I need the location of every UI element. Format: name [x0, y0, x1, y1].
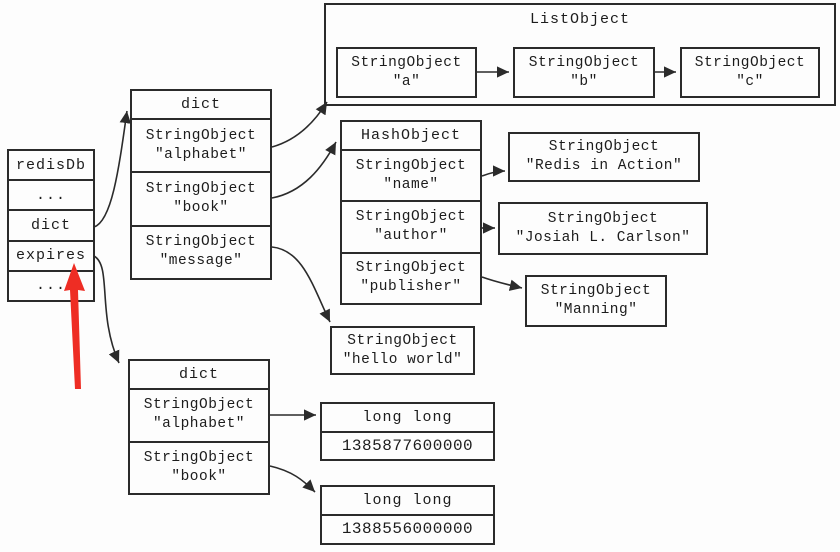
string-value: "Manning": [554, 302, 638, 318]
entry-type: StringObject: [145, 127, 257, 144]
string-type: StringObject: [347, 332, 458, 349]
field-value: "author": [374, 227, 448, 244]
list-item-b: StringObject "b": [513, 47, 655, 98]
arrow-alphabet-to-list: [271, 101, 328, 148]
arrow-expires-to-expires-dict: [93, 255, 120, 364]
redisdb-row-expires: expires: [9, 239, 93, 270]
entry-value: "book": [171, 468, 227, 485]
string-value: "Redis in Action": [525, 158, 683, 174]
expires-entry-alphabet: StringObject "alphabet": [130, 388, 268, 441]
redisdb-row-dict: dict: [9, 209, 93, 239]
hash-field-publisher: StringObject "publisher": [342, 251, 480, 303]
longlong-header: long long: [362, 492, 453, 509]
item-type: StringObject: [694, 54, 806, 71]
arrow-name-to-value: [481, 165, 506, 177]
hash-field-author: StringObject "author": [342, 200, 480, 251]
field-value: "publisher": [360, 279, 462, 296]
expires-entry-book: StringObject "book": [130, 440, 268, 494]
longlong-value: 1385877600000: [322, 431, 493, 459]
expires-dict-table: dict StringObject "alphabet" StringObjec…: [128, 359, 270, 495]
list-item-a: StringObject "a": [336, 47, 477, 98]
keyspace-entry-alphabet: StringObject "alphabet": [132, 118, 270, 171]
item-type: StringObject: [528, 54, 640, 71]
item-value: "c": [736, 73, 764, 90]
item-type: StringObject: [351, 54, 462, 71]
entry-value: "message": [159, 253, 243, 270]
string-josiah-carlson: StringObject "Josiah L. Carlson": [498, 202, 708, 255]
entry-type: StringObject: [143, 397, 255, 414]
arrow-message-to-hello-world: [271, 246, 331, 323]
hash-object-header: HashObject: [360, 127, 461, 144]
string-type: StringObject: [547, 210, 659, 227]
string-type: StringObject: [548, 139, 660, 155]
keyspace-entry-message: StringObject "message": [132, 224, 270, 278]
string-hello-world: StringObject "hello world": [330, 326, 475, 375]
arrow-dict-to-keyspace: [93, 110, 132, 228]
hash-object-table: HashObject StringObject "name" StringObj…: [340, 120, 482, 305]
list-object-container: ListObject StringObject "a" StringObject…: [324, 3, 836, 106]
string-redis-in-action: StringObject "Redis in Action": [508, 132, 700, 182]
arrow-book-to-longlong2: [269, 465, 316, 493]
string-manning: StringObject "Manning": [525, 275, 667, 327]
entry-type: StringObject: [145, 180, 257, 197]
field-type: StringObject: [355, 260, 467, 277]
item-value: "a": [392, 73, 421, 90]
string-value: "hello world": [342, 351, 463, 368]
field-value: "name": [383, 176, 439, 193]
hash-field-name: StringObject "name": [342, 149, 480, 200]
entry-value: "book": [173, 199, 229, 216]
expire-time-book: long long 1388556000000: [320, 485, 495, 545]
field-type: StringObject: [355, 157, 467, 174]
entry-type: StringObject: [145, 234, 257, 251]
expire-time-alphabet: long long 1385877600000: [320, 402, 495, 461]
arrow-publisher-to-value: [481, 276, 523, 291]
arrow-book-to-hash: [271, 141, 337, 199]
keyspace-dict-table: dict StringObject "alphabet" StringObjec…: [130, 89, 272, 280]
entry-type: StringObject: [143, 449, 255, 466]
item-value: "b": [570, 73, 598, 90]
list-item-c: StringObject "c": [680, 47, 820, 98]
redisdb-row-ellipsis-top: ...: [9, 179, 93, 209]
expires-dict-header: dict: [178, 366, 219, 383]
keyspace-entry-book: StringObject "book": [132, 171, 270, 224]
string-type: StringObject: [540, 283, 652, 299]
entry-value: "alphabet": [152, 416, 245, 433]
keyspace-dict-header: dict: [180, 96, 221, 113]
longlong-header: long long: [362, 409, 453, 426]
entry-value: "alphabet": [154, 146, 247, 163]
field-type: StringObject: [355, 208, 467, 225]
redisdb-row-ellipsis-bottom: ...: [9, 269, 93, 300]
longlong-value: 1388556000000: [322, 514, 493, 543]
list-object-title: ListObject: [529, 11, 630, 28]
redisdb-row-title: redisDb: [15, 156, 86, 174]
string-value: "Josiah L. Carlson": [515, 229, 691, 246]
redisdb-table: redisDb ... dict expires ...: [7, 149, 95, 302]
